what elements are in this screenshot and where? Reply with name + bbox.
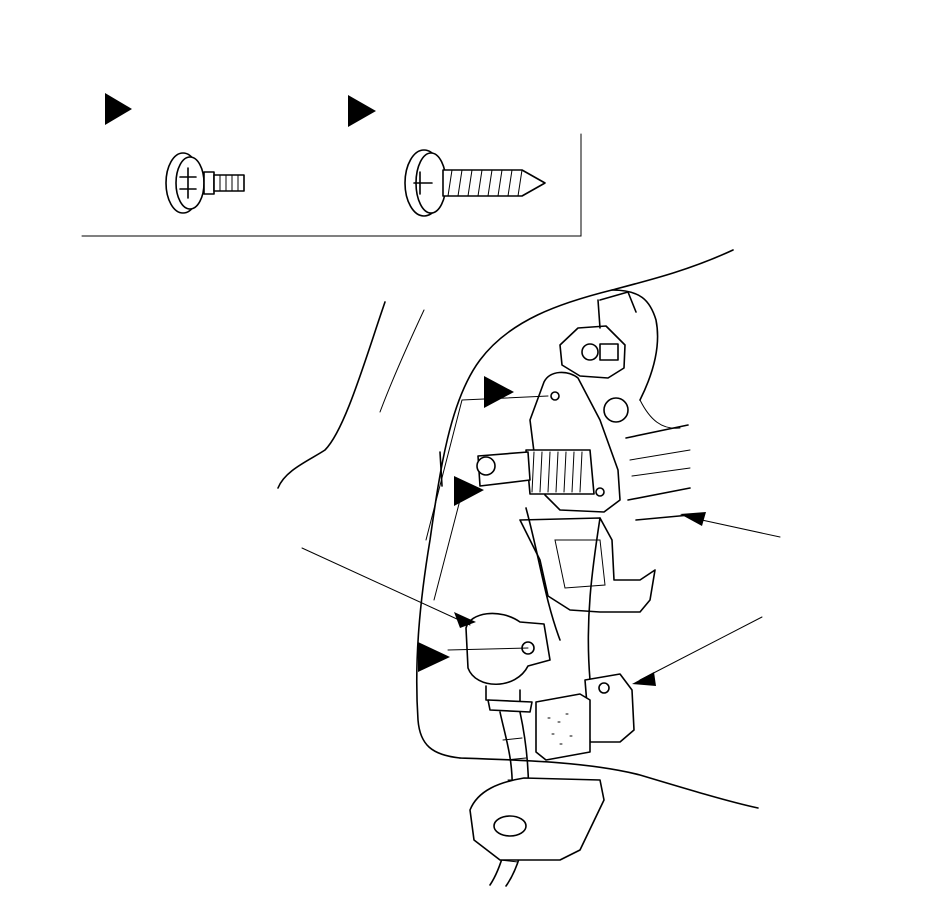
marker-upper-bolt <box>484 376 514 408</box>
location-markers <box>418 376 706 686</box>
leader-line-plate <box>639 616 763 681</box>
body-panel-outline <box>277 249 759 809</box>
legend-frame <box>81 133 582 237</box>
pedal-bracket <box>439 291 656 761</box>
marker-switch-bolt <box>418 642 450 672</box>
support-rod <box>625 424 691 521</box>
leader-line-switch <box>301 547 471 626</box>
tapping-screw-icon <box>404 149 546 217</box>
arrow-switch <box>454 612 476 628</box>
arrow-plate <box>632 672 656 686</box>
legend-marker-screw <box>348 95 376 127</box>
return-spring <box>525 449 595 495</box>
grommet-plate <box>469 777 605 861</box>
leader-lines <box>301 395 781 681</box>
legend-marker-bolt <box>105 93 132 125</box>
fastener-legend <box>81 93 582 237</box>
marker-pivot-bolt <box>454 476 484 506</box>
arrow-bracket <box>680 512 706 526</box>
brake-switch <box>465 612 551 713</box>
flange-bolt-icon <box>165 152 245 214</box>
